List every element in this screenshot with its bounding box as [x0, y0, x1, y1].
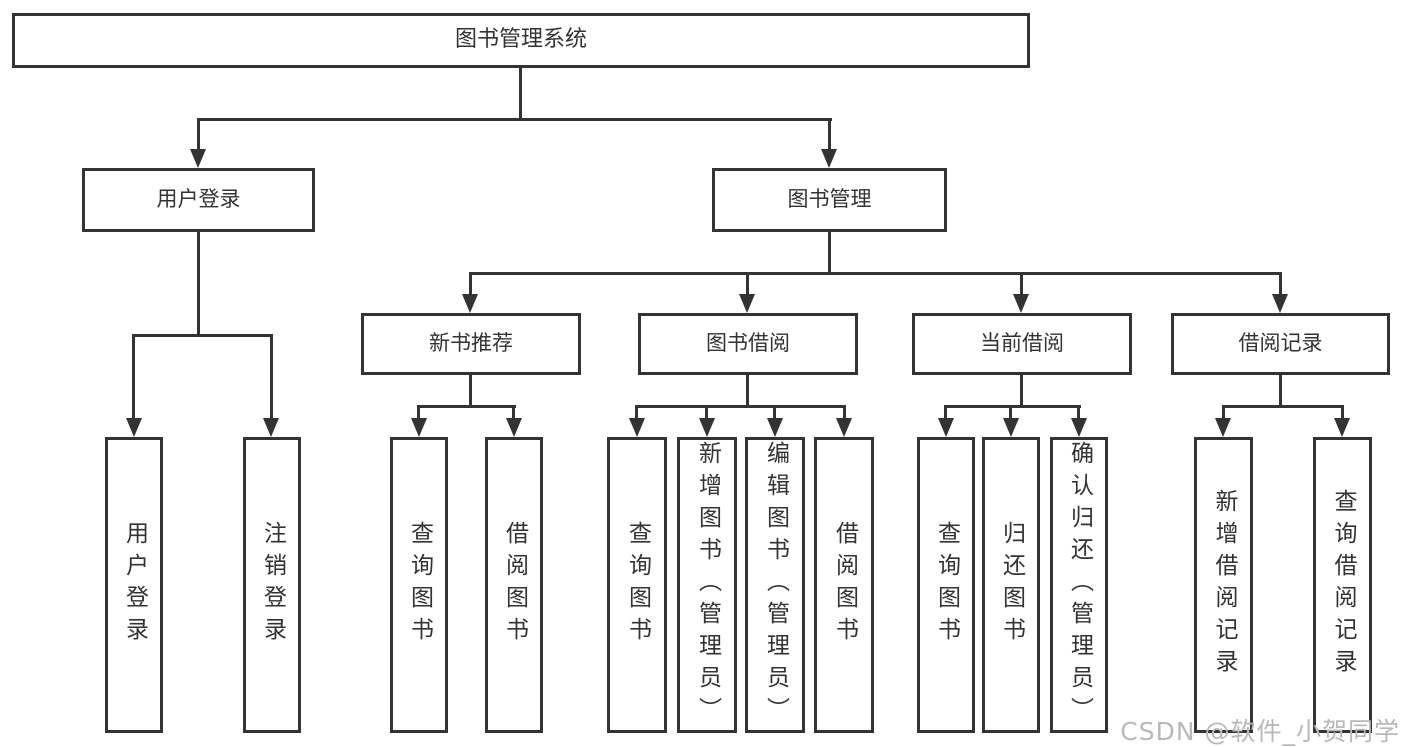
arrow-down-icon	[1013, 294, 1029, 313]
arrow-down-icon	[263, 418, 279, 437]
arrow-down-icon	[411, 418, 427, 437]
connector-vline	[1341, 405, 1344, 420]
arrow-down-icon	[462, 294, 478, 313]
arrow-down-icon	[1272, 294, 1288, 313]
connector-hline	[417, 405, 516, 408]
connector-vline	[944, 405, 947, 420]
connector-vline	[746, 272, 749, 296]
connector-vline	[705, 405, 708, 420]
connector-vline	[197, 118, 200, 151]
connector-vline	[828, 232, 831, 272]
arrow-down-icon	[767, 418, 783, 437]
node-borrowing-records: 借阅记录	[1171, 313, 1390, 375]
arrow-down-icon	[1215, 418, 1231, 437]
node-query-books-borrowing: 查询图书	[607, 437, 667, 733]
connector-vline	[746, 375, 749, 405]
node-borrow-books-borrowing: 借阅图书	[814, 437, 874, 733]
arrow-down-icon	[1003, 418, 1019, 437]
node-add-books-admin: 新增图书（管理员）	[677, 437, 737, 733]
node-root-library-system: 图书管理系统	[12, 13, 1030, 68]
arrow-down-icon	[506, 418, 522, 437]
connector-hline	[944, 405, 1081, 408]
connector-vline	[132, 334, 135, 420]
arrow-down-icon	[1071, 418, 1087, 437]
node-query-books-recommend: 查询图书	[390, 437, 448, 733]
connector-vline	[773, 405, 776, 420]
arrow-down-icon	[739, 294, 755, 313]
connector-vline	[197, 232, 200, 334]
arrow-down-icon	[1334, 418, 1350, 437]
connector-vline	[1020, 272, 1023, 296]
connector-vline	[417, 405, 420, 420]
connector-vline	[1279, 272, 1282, 296]
node-return-books: 归还图书	[982, 437, 1040, 733]
node-confirm-return-admin: 确认归还（管理员）	[1050, 437, 1108, 733]
connector-vline	[843, 405, 846, 420]
connector-hline	[1222, 405, 1344, 408]
arrow-down-icon	[126, 418, 142, 437]
arrow-down-icon	[821, 149, 837, 168]
node-book-borrowing: 图书借阅	[638, 313, 858, 375]
arrow-down-icon	[938, 418, 954, 437]
arrow-down-icon	[190, 149, 206, 168]
connector-vline	[1077, 405, 1080, 420]
connector-vline	[519, 66, 522, 118]
connector-vline	[512, 405, 515, 420]
node-current-borrowing: 当前借阅	[912, 313, 1132, 375]
node-book-management: 图书管理	[712, 168, 947, 232]
node-new-book-recommendation: 新书推荐	[361, 313, 581, 375]
connector-vline	[1020, 375, 1023, 405]
connector-vline	[635, 405, 638, 420]
arrow-down-icon	[699, 418, 715, 437]
node-add-borrow-record: 新增借阅记录	[1194, 437, 1253, 733]
node-user-login: 用户登录	[82, 168, 315, 232]
connector-hline	[469, 272, 1282, 275]
node-query-borrow-record: 查询借阅记录	[1313, 437, 1372, 733]
connector-vline	[1222, 405, 1225, 420]
node-borrow-books-recommend: 借阅图书	[485, 437, 543, 733]
connector-vline	[270, 334, 273, 420]
connector-hline	[132, 334, 273, 337]
node-logout: 注销登录	[243, 437, 301, 733]
connector-vline	[469, 272, 472, 296]
connector-hline	[197, 118, 832, 121]
connector-vline	[828, 118, 831, 151]
connector-vline	[1279, 375, 1282, 405]
node-user-login-leaf: 用户登录	[105, 437, 163, 733]
connector-hline	[635, 405, 846, 408]
connector-vline	[469, 375, 472, 405]
node-query-books-current: 查询图书	[917, 437, 975, 733]
arrow-down-icon	[836, 418, 852, 437]
connector-vline	[1009, 405, 1012, 420]
node-edit-books-admin: 编辑图书（管理员）	[745, 437, 805, 733]
arrow-down-icon	[629, 418, 645, 437]
